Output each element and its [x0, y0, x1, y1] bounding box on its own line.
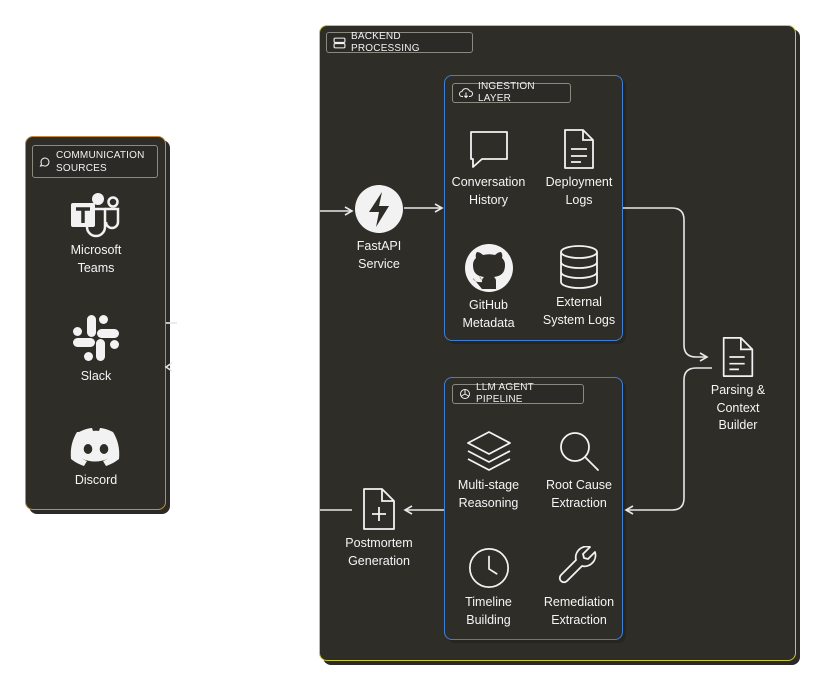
discord-node: Discord: [46, 426, 146, 490]
parsing-context-builder-node: Parsing & Context Builder: [693, 336, 783, 435]
root-cause-extraction-label: Root Cause Extraction: [545, 478, 612, 510]
remediation-extraction-node: Remediation Extraction: [534, 546, 624, 629]
cloud-download-icon: [459, 88, 473, 99]
slack-node: Slack: [46, 312, 146, 386]
timeline-building-node: Timeline Building: [441, 546, 536, 629]
document-icon: [564, 129, 594, 169]
microsoft-teams-icon: [71, 193, 120, 238]
llm-agent-pipeline-panel: [444, 377, 623, 640]
fastapi-service-node: FastAPI Service: [334, 184, 424, 273]
backend-processing-tag: BACKEND PROCESSING: [326, 30, 473, 54]
magnifier-icon: [560, 432, 599, 471]
communication-sources-title: COMMUNICATION SOURCES: [56, 149, 145, 174]
openai-icon: [460, 389, 470, 399]
chat-bubble-icon: [39, 157, 50, 167]
ingestion-to-parser-wire: [623, 207, 709, 362]
parser-to-pipeline-wire: [624, 367, 712, 515]
external-system-logs-label: External System Logs: [542, 295, 616, 327]
microsoft-teams-node: Microsoft Teams: [46, 192, 146, 277]
slack-icon: [73, 315, 119, 361]
communication-sources-tag: COMMUNICATION SOURCES: [32, 145, 158, 178]
discord-icon: [70, 428, 120, 466]
conversation-history-label: Conversation History: [451, 175, 526, 207]
multi-stage-reasoning-label: Multi-stage Reasoning: [457, 478, 520, 510]
postmortem-generation-node: Postmortem Generation: [334, 487, 424, 570]
layers-icon: [466, 431, 511, 471]
conversation-history-node: Conversation History: [441, 128, 536, 209]
postmortem-generation-label: Postmortem Generation: [345, 536, 413, 568]
backend-processing-title: BACKEND PROCESSING: [351, 30, 420, 54]
parsing-context-builder-label: Parsing & Context Builder: [710, 383, 766, 432]
sources-return-arrowhead: [164, 362, 173, 372]
chat-bubble-icon: [469, 131, 508, 168]
clock-icon: [468, 548, 509, 588]
remediation-extraction-label: Remediation Extraction: [543, 595, 615, 627]
github-metadata-label: GitHub Metadata: [462, 298, 515, 330]
slack-label: Slack: [80, 369, 112, 383]
discord-label: Discord: [74, 473, 118, 487]
timeline-building-label: Timeline Building: [465, 595, 512, 627]
external-system-logs-node: External System Logs: [534, 244, 624, 329]
github-icon: [464, 244, 513, 292]
wrench-icon: [558, 546, 597, 584]
microsoft-teams-label: Microsoft Teams: [70, 243, 122, 275]
multi-stage-reasoning-node: Multi-stage Reasoning: [441, 429, 536, 512]
server-icon: [333, 37, 346, 48]
ingestion-layer-tag: INGESTION LAYER: [452, 81, 571, 104]
ingestion-layer-panel: [444, 75, 623, 341]
file-plus-icon: [363, 488, 395, 530]
root-cause-extraction-node: Root Cause Extraction: [534, 429, 624, 512]
deployment-logs-node: Deployment Logs: [534, 128, 624, 209]
document-icon: [722, 337, 754, 377]
ingestion-layer-title: INGESTION LAYER: [478, 81, 535, 104]
github-metadata-node: GitHub Metadata: [441, 243, 536, 332]
database-icon: [560, 245, 598, 289]
fastapi-service-label: FastAPI Service: [356, 239, 402, 271]
llm-agent-pipeline-tag: LLM AGENT PIPELINE: [452, 382, 584, 405]
lightning-bolt-icon: [355, 185, 403, 233]
deployment-logs-label: Deployment Logs: [545, 175, 613, 207]
llm-agent-pipeline-title: LLM AGENT PIPELINE: [476, 382, 534, 405]
